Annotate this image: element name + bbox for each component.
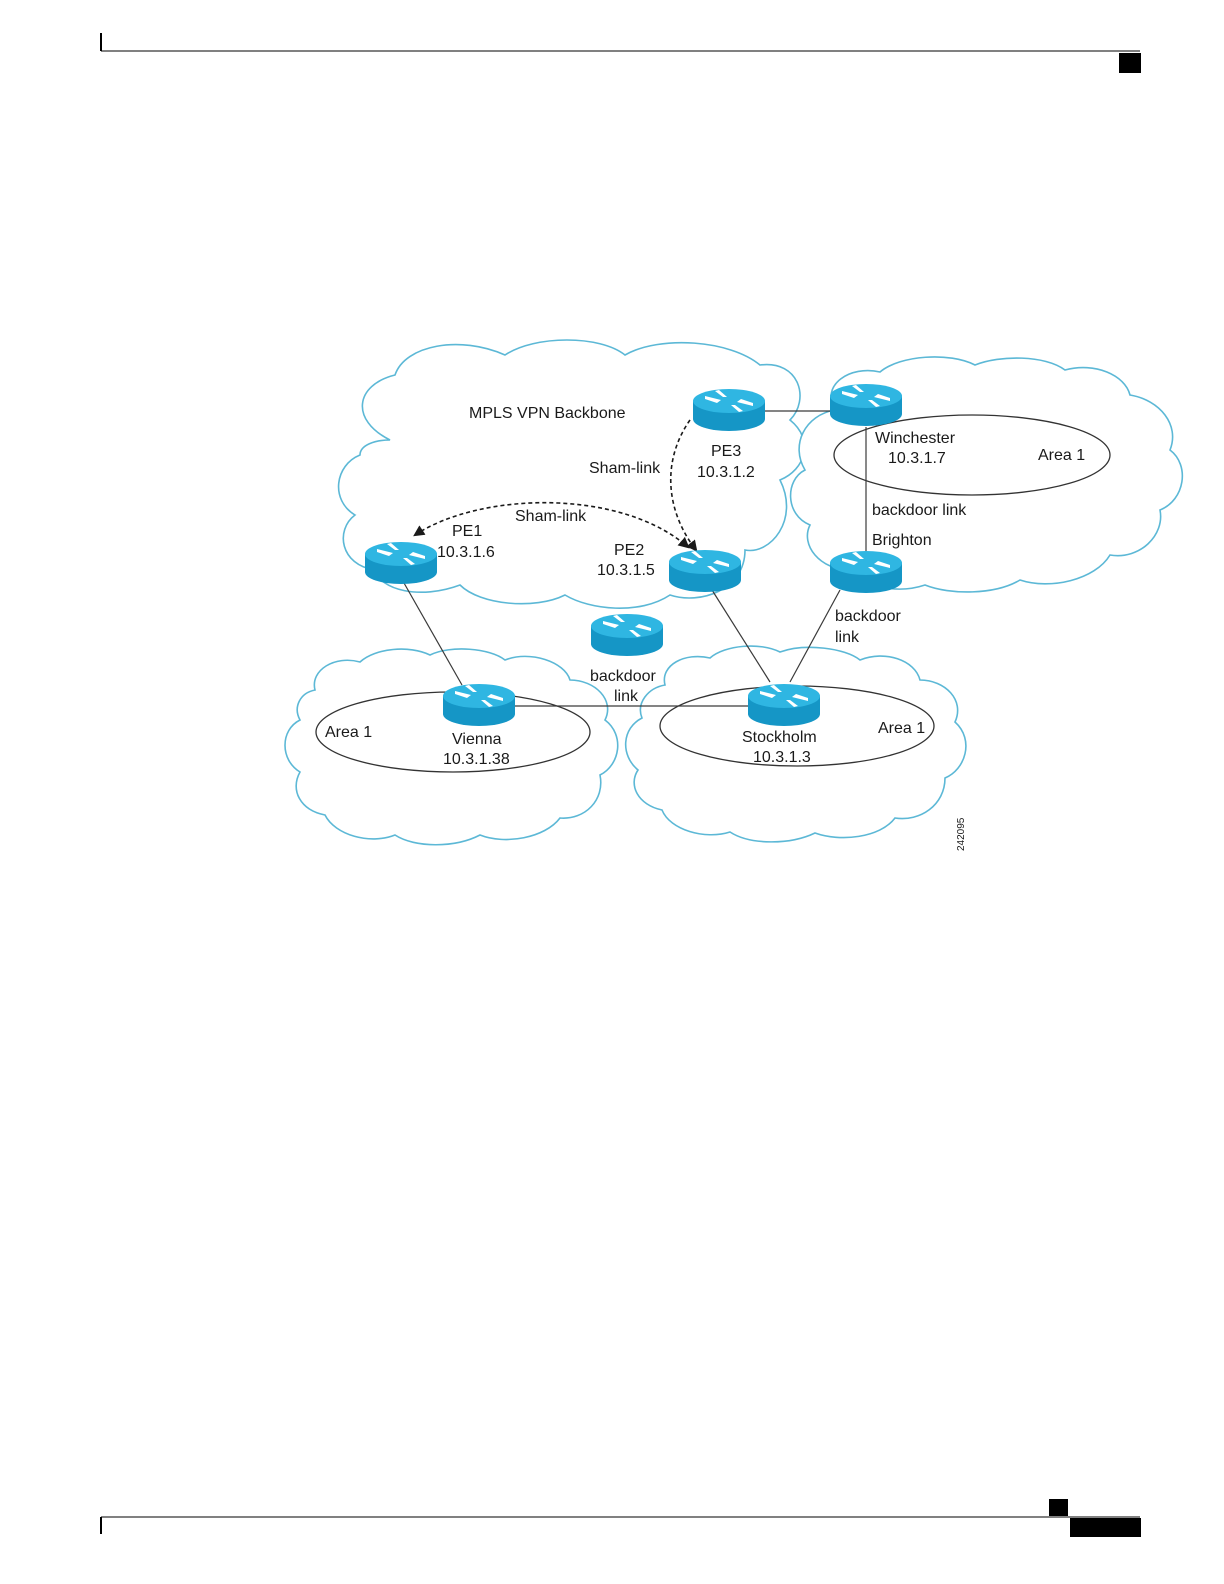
vienna-area: Area 1	[325, 724, 372, 741]
brighton-name: Brighton	[872, 532, 932, 549]
stockholm-name: Stockholm	[742, 729, 817, 746]
router-icon	[669, 550, 741, 592]
backdoor-link-right-top: backdoor link	[872, 502, 967, 519]
router-icon	[830, 384, 902, 426]
vienna-ip: 10.3.1.38	[443, 751, 510, 768]
winchester-ip: 10.3.1.7	[888, 450, 946, 467]
winchester-area: Area 1	[1038, 447, 1085, 464]
pe1-ip: 10.3.1.6	[437, 544, 495, 561]
backdoor-link-right-lower-1: backdoor	[835, 608, 901, 625]
backdoor-link-right-lower-2: link	[835, 629, 860, 646]
sham-link-label-top: Sham-link	[589, 460, 661, 477]
winchester-name: Winchester	[875, 430, 956, 447]
router-icon	[443, 684, 515, 726]
router-icon	[693, 389, 765, 431]
stockholm-ip: 10.3.1.3	[753, 749, 811, 766]
router-icon	[365, 542, 437, 584]
stockholm-area: Area 1	[878, 720, 925, 737]
sham-link-label-mid: Sham-link	[515, 508, 587, 525]
pe3-name: PE3	[711, 443, 741, 460]
vienna-name: Vienna	[452, 731, 502, 748]
pe1-name: PE1	[452, 523, 482, 540]
backdoor-link-center-2: link	[614, 688, 639, 705]
router-icon	[830, 551, 902, 593]
pe2-ip: 10.3.1.5	[597, 562, 655, 579]
router-icon	[748, 684, 820, 726]
pe2-name: PE2	[614, 542, 644, 559]
pe3-ip: 10.3.1.2	[697, 464, 755, 481]
backbone-label: MPLS VPN Backbone	[469, 405, 626, 422]
router-icon	[591, 614, 663, 656]
backdoor-link-center-1: backdoor	[590, 668, 656, 685]
figure-id: 242095	[956, 817, 967, 851]
